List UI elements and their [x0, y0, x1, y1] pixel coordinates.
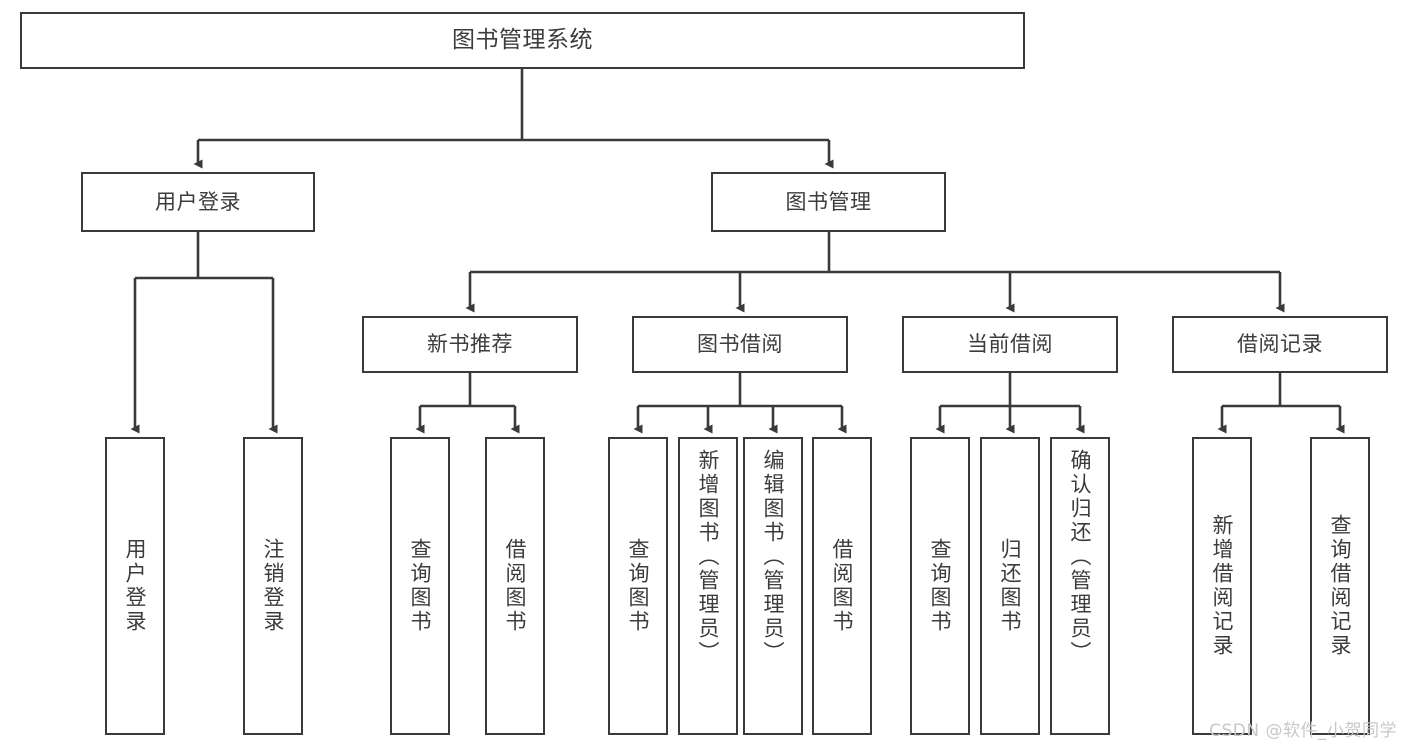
leaf-current-borrow-query-book[interactable]: 查询图书: [910, 437, 970, 735]
node-label: 借阅图书: [503, 538, 528, 634]
leaf-current-borrow-return-book[interactable]: 归还图书: [980, 437, 1040, 735]
leaf-book-borrow-borrow-book[interactable]: 借阅图书: [812, 437, 872, 735]
node-book-management[interactable]: 图书管理: [711, 172, 946, 232]
node-label: 图书管理系统: [452, 26, 593, 53]
node-label: 查询图书: [408, 538, 433, 634]
node-label: 新书推荐: [427, 332, 513, 357]
node-label: 查询图书: [928, 538, 953, 634]
leaf-user-login-signin[interactable]: 用户登录: [105, 437, 165, 735]
leaf-current-borrow-confirm-return-admin[interactable]: 确认归还（管理员）: [1050, 437, 1110, 735]
node-book-borrowing[interactable]: 图书借阅: [632, 316, 848, 373]
node-label: 确认归还（管理员）: [1068, 449, 1093, 665]
node-label: 借阅图书: [830, 538, 855, 634]
node-borrowing-record[interactable]: 借阅记录: [1172, 316, 1388, 373]
leaf-book-borrow-query-book[interactable]: 查询图书: [608, 437, 668, 735]
watermark-text: CSDN @软件_小贺同学: [1209, 721, 1397, 741]
node-label: 注销登录: [261, 538, 286, 634]
node-label: 借阅记录: [1237, 332, 1323, 357]
node-label: 归还图书: [998, 538, 1023, 634]
leaf-new-book-borrow-book[interactable]: 借阅图书: [485, 437, 545, 735]
leaf-user-login-signout[interactable]: 注销登录: [243, 437, 303, 735]
node-new-book-recommendation[interactable]: 新书推荐: [362, 316, 578, 373]
node-label: 查询图书: [626, 538, 651, 634]
leaf-book-borrow-edit-book-admin[interactable]: 编辑图书（管理员）: [743, 437, 803, 735]
node-label: 新增借阅记录: [1210, 514, 1235, 658]
node-label: 编辑图书（管理员）: [761, 449, 786, 665]
node-current-borrowing[interactable]: 当前借阅: [902, 316, 1118, 373]
leaf-borrow-record-query-record[interactable]: 查询借阅记录: [1310, 437, 1370, 735]
node-user-login[interactable]: 用户登录: [81, 172, 315, 232]
node-label: 新增图书（管理员）: [696, 449, 721, 665]
node-root-book-management-system[interactable]: 图书管理系统: [20, 12, 1025, 69]
node-label: 用户登录: [123, 538, 148, 634]
leaf-new-book-query-book[interactable]: 查询图书: [390, 437, 450, 735]
leaf-book-borrow-add-book-admin[interactable]: 新增图书（管理员）: [678, 437, 738, 735]
node-label: 图书借阅: [697, 332, 783, 357]
node-label: 用户登录: [155, 189, 241, 214]
leaf-borrow-record-add-record[interactable]: 新增借阅记录: [1192, 437, 1252, 735]
node-label: 图书管理: [785, 189, 872, 214]
node-label: 当前借阅: [967, 332, 1053, 357]
node-label: 查询借阅记录: [1328, 514, 1353, 658]
